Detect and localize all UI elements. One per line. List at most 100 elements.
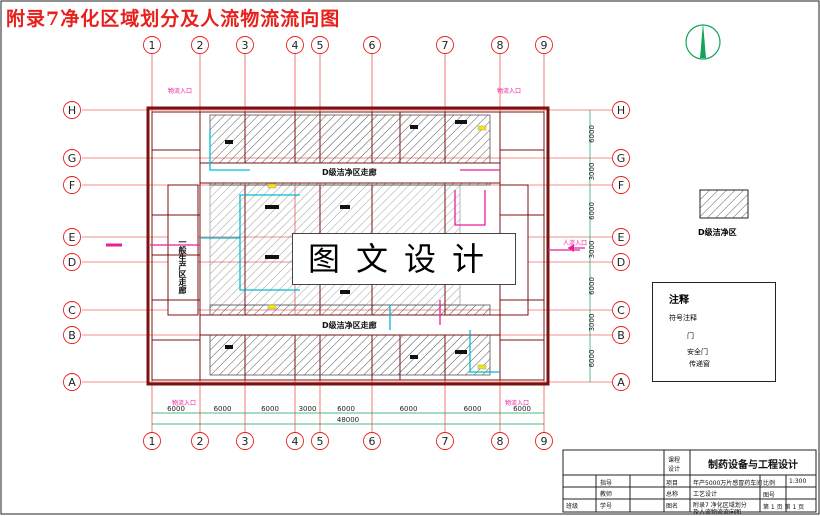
legend-pass-window: 传递窗: [689, 360, 710, 368]
axis-bubble-3-top: 3: [236, 36, 254, 54]
legend-heading: 注释: [669, 295, 689, 306]
svg-text:2: 2: [197, 435, 204, 448]
svg-text:F: F: [69, 179, 75, 192]
axis-bubble-B-left: B: [63, 326, 81, 344]
svg-text:9: 9: [541, 39, 548, 52]
axis-bubble-F-right: F: [612, 176, 630, 194]
goods-entry-right-top-label: 物流入口: [497, 88, 522, 95]
dim-bottom-2: 6000: [261, 405, 279, 413]
axis-bubble-B-right: B: [612, 326, 630, 344]
axis-bubble-8-bottom: 8: [491, 432, 509, 450]
tb-drawing-label: 图名: [666, 503, 679, 510]
svg-text:1: 1: [149, 39, 156, 52]
axis-bubble-7-top: 7: [436, 36, 454, 54]
dim-bottom-5: 6000: [400, 405, 418, 413]
dim-right-4: 6000: [588, 277, 596, 295]
tb-left-label2-a: 项目: [666, 480, 679, 487]
svg-text:8: 8: [497, 435, 504, 448]
svg-text:6: 6: [369, 39, 376, 52]
axis-bubble-D-left: D: [63, 253, 81, 271]
goods-entry-right-bottom-label: 物流入口: [505, 400, 530, 407]
svg-text:G: G: [617, 152, 626, 165]
svg-text:6: 6: [369, 435, 376, 448]
axis-bubble-5-top: 5: [311, 36, 329, 54]
svg-text:G: G: [68, 152, 77, 165]
page-title: 附录7净化区域划分及人流物流流向图: [6, 8, 341, 30]
axis-bubble-E-left: E: [63, 228, 81, 246]
legend-d-zone-label: D级洁净区: [698, 228, 737, 237]
axis-bubble-2-top: 2: [191, 36, 209, 54]
svg-text:E: E: [69, 231, 76, 244]
d-zone-swatch: [699, 189, 749, 219]
axis-bubble-A-right: A: [612, 373, 630, 391]
svg-text:5: 5: [317, 435, 324, 448]
axis-bubble-4-top: 4: [286, 36, 304, 54]
dim-bottom-4: 6000: [337, 405, 355, 413]
svg-text:A: A: [617, 376, 625, 389]
axis-bubble-C-right: C: [612, 301, 630, 319]
tb-desc4: 及人流物流流向图: [693, 509, 742, 516]
svg-text:4: 4: [292, 435, 299, 448]
dim-right-3: 3000: [588, 241, 596, 259]
tb-sheet-label: 图号: [763, 492, 776, 499]
tb-left-label2-b: 总称: [666, 491, 679, 498]
dim-right-5: 3000: [588, 314, 596, 332]
svg-text:2: 2: [197, 39, 204, 52]
tb-project-name: 制药设备与工程设计: [708, 460, 798, 471]
tb-left-label-a: 指导: [600, 480, 613, 487]
dim-right-2: 6000: [588, 202, 596, 220]
svg-text:D: D: [617, 256, 625, 269]
axis-bubble-1-top: 1: [143, 36, 161, 54]
svg-text:7: 7: [442, 39, 449, 52]
svg-text:9: 9: [541, 435, 548, 448]
tb-desc3: 附录7 净化区域划分: [693, 502, 747, 509]
tb-desc2: 工艺设计: [693, 491, 718, 498]
axis-bubble-9-top: 9: [535, 36, 553, 54]
svg-text:C: C: [68, 304, 76, 317]
dim-right-1: 3000: [588, 163, 596, 181]
goods-entry-top-label: 物流入口: [168, 88, 193, 95]
svg-text:B: B: [617, 329, 625, 342]
svg-text:3: 3: [242, 39, 249, 52]
tb-desc1: 年产5000万片感冒药车间: [693, 480, 763, 487]
legend-safety-door: 安全门: [687, 348, 708, 356]
axis-bubble-1-bottom: 1: [143, 432, 161, 450]
axis-bubble-2-bottom: 2: [191, 432, 209, 450]
tb-row-label-b: 学号: [600, 503, 613, 510]
axis-bubble-H-left: H: [63, 101, 81, 119]
legend-door: 门: [687, 332, 694, 340]
axis-bubble-5-bottom: 5: [311, 432, 329, 450]
tb-left-label-b: 教师: [600, 491, 613, 498]
north-arrow-icon: [685, 23, 721, 60]
corridor-top-label: D级洁净区走廊: [322, 168, 377, 177]
person-entry-label: 人流入口: [563, 240, 588, 247]
axis-bubble-G-left: G: [63, 149, 81, 167]
dim-bottom-0: 6000: [167, 405, 185, 413]
svg-text:H: H: [617, 104, 625, 117]
tb-design-label2: 设计: [668, 466, 681, 473]
title-block: [562, 449, 817, 513]
svg-text:5: 5: [317, 39, 324, 52]
axis-bubble-4-bottom: 4: [286, 432, 304, 450]
dim-bottom-7: 6000: [513, 405, 531, 413]
axis-bubble-G-right: G: [612, 149, 630, 167]
tb-scale-label: 比例: [763, 480, 776, 487]
watermark: 图文设计: [292, 233, 516, 285]
axis-bubble-8-top: 8: [491, 36, 509, 54]
general-corridor-label: 一般生产区走廊: [178, 238, 187, 294]
dim-bottom-1: 6000: [214, 405, 232, 413]
legend-box: 注释 符号注释 门 安全门 传递窗: [652, 282, 776, 382]
svg-text:E: E: [618, 231, 625, 244]
svg-text:D: D: [68, 256, 76, 269]
dim-bottom-3: 3000: [299, 405, 317, 413]
svg-text:H: H: [68, 104, 76, 117]
dim-right-0: 6000: [588, 125, 596, 143]
svg-text:3: 3: [242, 435, 249, 448]
corridor-bottom-label: D级洁净区走廊: [322, 321, 377, 330]
axis-bubble-F-left: F: [63, 176, 81, 194]
svg-text:7: 7: [442, 435, 449, 448]
svg-text:A: A: [68, 376, 76, 389]
axis-bubble-A-left: A: [63, 373, 81, 391]
